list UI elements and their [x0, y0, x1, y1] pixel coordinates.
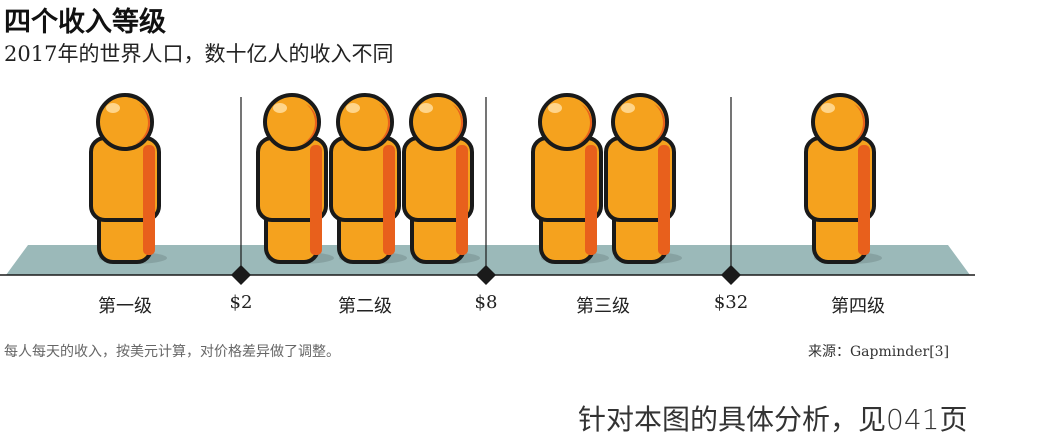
person-figure — [604, 93, 682, 264]
income-levels-diagram — [0, 93, 975, 285]
person-figure — [89, 93, 167, 264]
threshold-divider — [231, 97, 251, 285]
threshold-divider — [476, 97, 496, 285]
threshold-divider — [721, 97, 741, 285]
chart-title: 四个收入等级 — [4, 7, 166, 38]
person-figure — [402, 93, 480, 264]
level-2-label: 第二级 — [338, 296, 392, 317]
diamond-marker — [721, 265, 741, 285]
person-figure — [329, 93, 407, 264]
person-figure — [256, 93, 334, 264]
footnote: 每人每天的收入，按美元计算，对价格差异做了调整。 — [4, 344, 340, 360]
level-1-label: 第一级 — [98, 296, 152, 317]
diamond-marker — [476, 265, 496, 285]
level-4-label: 第四级 — [831, 296, 885, 317]
person-figure — [804, 93, 882, 264]
page-reference: 针对本图的具体分析，见041页 — [578, 403, 968, 436]
source-credit: 来源：Gapminder[3] — [808, 344, 950, 360]
threshold-2-label: $2 — [229, 292, 253, 313]
level-3-label: 第三级 — [576, 296, 630, 317]
diamond-marker — [231, 265, 251, 285]
threshold-8-label: $8 — [474, 292, 498, 313]
chart-subtitle: 2017年的世界人口，数十亿人的收入不同 — [4, 42, 394, 66]
person-figure — [531, 93, 609, 264]
threshold-32-label: $32 — [713, 292, 749, 313]
